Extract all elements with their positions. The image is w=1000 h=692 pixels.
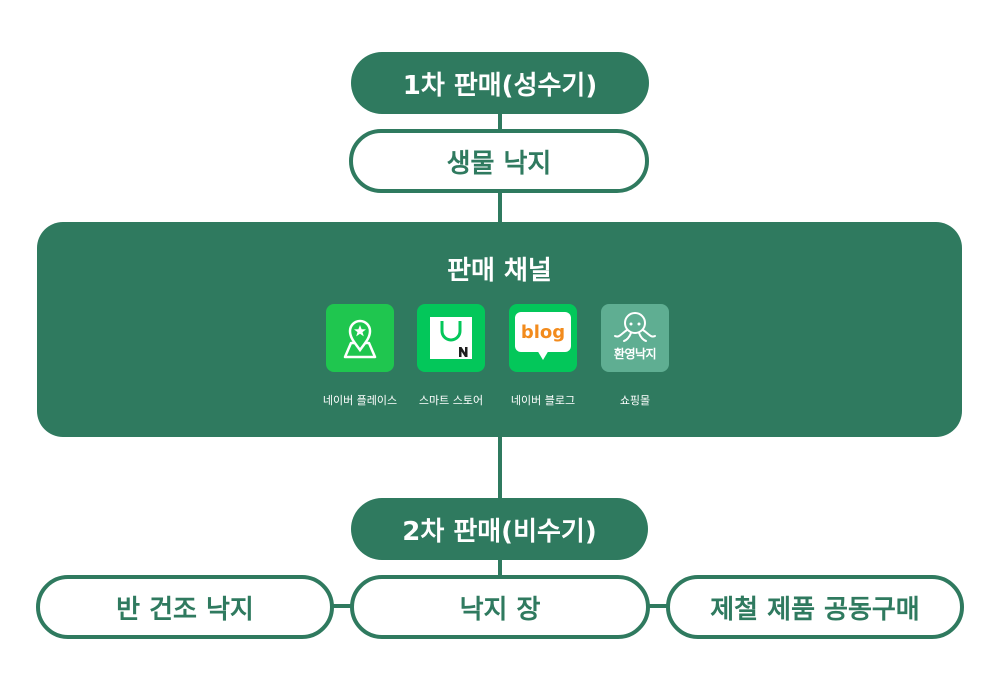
blog-bubble-icon: blog [509,304,577,372]
channel-naver-blog: blog 네이버 블로그 [488,304,598,408]
channel-smart-store: 스마트 스토어 [396,304,506,408]
product-node-pickled: 낙지 장 [350,575,650,639]
live-octopus-node: 생물 낙지 [349,129,649,193]
channel-label: 네이버 블로그 [510,394,576,407]
channel-label: 쇼핑몰 [619,394,651,407]
blog-icon-text: blog [520,322,566,343]
shopping-bag-n-icon [417,304,485,372]
connector-line-right [646,604,670,608]
primary-sale-node: 1차 판매(성수기) [351,52,649,114]
channel-label: 네이버 플레이스 [322,394,398,407]
connector-line-left [330,604,354,608]
shopping-mall-logo-text: 환영낙지 [613,347,657,361]
channel-label: 스마트 스토어 [418,394,484,407]
product-node-semi-dried: 반 건조 낙지 [36,575,334,639]
map-pin-star-icon [326,304,394,372]
product-node-group-buy: 제철 제품 공동구매 [666,575,964,639]
sales-channel-panel: 판매 채널 네이버 플레이스 스마트 스토어 blog [37,222,962,437]
sales-channel-title: 판매 채널 [447,256,552,286]
channel-shopping-mall: 환영낙지 쇼핑몰 [580,304,690,408]
octopus-logo-icon: 환영낙지 [601,304,669,372]
secondary-sale-node: 2차 판매(비수기) [351,498,648,560]
channel-naver-place: 네이버 플레이스 [305,304,415,408]
